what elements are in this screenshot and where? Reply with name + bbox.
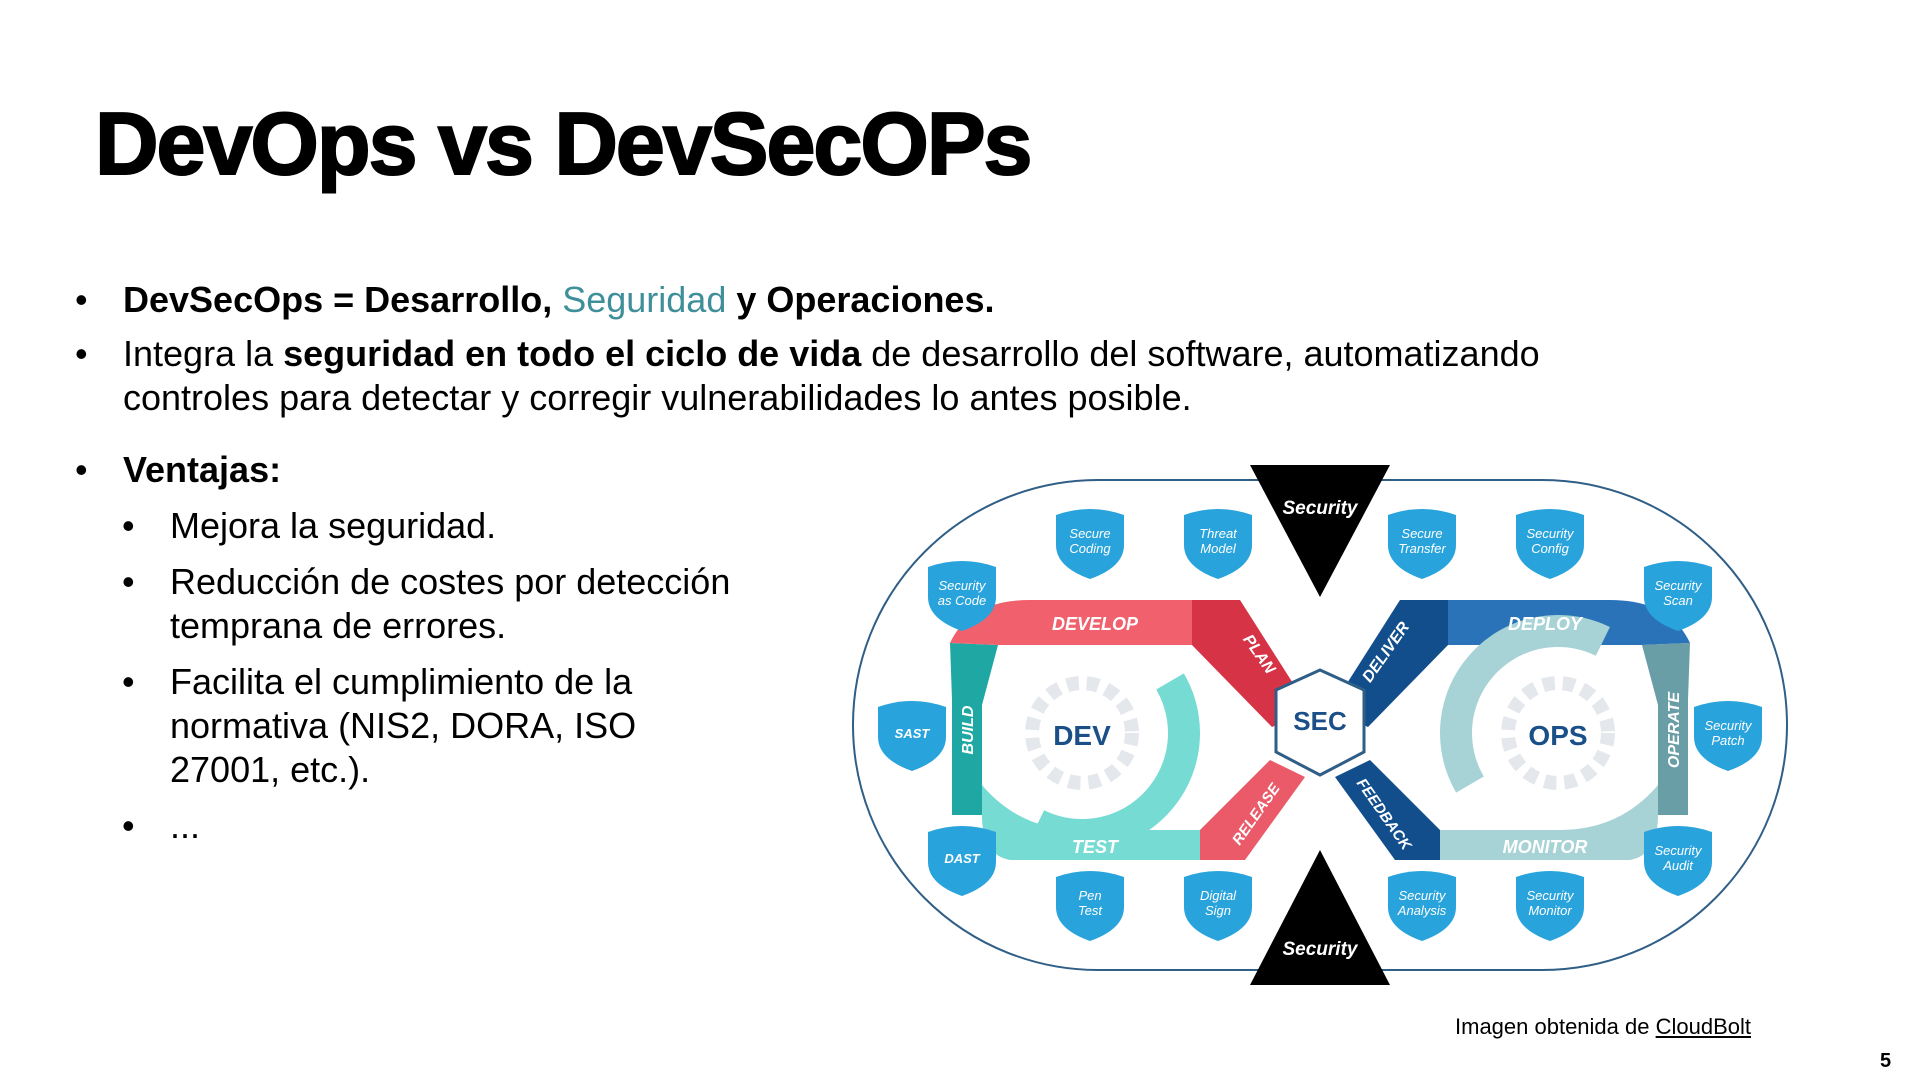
integration-part2: de desarrollo del software, automatizand… bbox=[123, 333, 1540, 418]
advantage-item: •... bbox=[75, 804, 755, 848]
stage-feedback-segment bbox=[1335, 760, 1440, 860]
advantages-list: • Mejora la seguridad. • Reducción de cost… bbox=[75, 504, 755, 848]
dev-gear-icon bbox=[1025, 676, 1139, 790]
pen-test-shield-icon: Pen Test bbox=[1056, 871, 1124, 941]
integration-bold: seguridad en todo el ciclo de vida bbox=[283, 333, 862, 374]
bullet-list: • DevSecOps = Desarrollo, Seguridad y Op… bbox=[75, 278, 1635, 860]
secure-coding-shield-icon: Secure Coding bbox=[1056, 509, 1124, 579]
monitor-label: MONITOR bbox=[1503, 837, 1588, 857]
shield-label-line: Scan bbox=[1663, 593, 1693, 608]
shield-label-line: Security bbox=[1527, 888, 1575, 903]
bullet-dot: • bbox=[75, 279, 88, 320]
image-caption: Imagen obtenida de CloudBolt bbox=[1455, 1014, 1751, 1040]
bullet-dot: • bbox=[122, 661, 135, 702]
shield-label-line: Security bbox=[939, 578, 987, 593]
secure-transfer-shield-icon: Secure Transfer bbox=[1388, 509, 1456, 579]
advantages-label: Ventajas: bbox=[123, 449, 282, 490]
security-bottom-triangle bbox=[1250, 850, 1390, 985]
security-top-triangle bbox=[1250, 465, 1390, 597]
develop-label: DEVELOP bbox=[1052, 614, 1139, 634]
stage-monitor-segment bbox=[1440, 785, 1658, 860]
threat-model-shield-icon: Threat Model bbox=[1184, 509, 1252, 579]
sec-label: SEC bbox=[1293, 706, 1347, 736]
advantage-text: Mejora la seguridad. bbox=[170, 505, 497, 546]
advantage-item: • Facilita el cumplimiento de la normativ… bbox=[75, 660, 755, 792]
security-scan-shield-icon: Security Scan bbox=[1644, 561, 1712, 631]
shield-label-line: Digital bbox=[1200, 888, 1237, 903]
ops-inner-arc bbox=[1439, 615, 1676, 851]
bullet-dot: • bbox=[122, 561, 135, 602]
shield-label-line: Security bbox=[1655, 843, 1703, 858]
definition-part1: DevSecOps = Desarrollo, bbox=[123, 279, 563, 320]
security-as-code-shield-icon: Security as Code bbox=[928, 561, 996, 631]
shield-label-line: Patch bbox=[1711, 733, 1744, 748]
bullet-advantages: • Ventajas: bbox=[75, 448, 1635, 492]
shield-label-line: Analysis bbox=[1397, 903, 1447, 918]
security-monitor-shield-icon: Security Monitor bbox=[1516, 871, 1584, 941]
security-bottom-label: Security bbox=[1283, 939, 1359, 960]
definition-highlight: Seguridad bbox=[562, 279, 727, 320]
bullet-integration: • Integra la seguridad en todo el ciclo … bbox=[75, 332, 1635, 420]
advantage-text: Reducción de costes por detección tempra… bbox=[170, 561, 731, 646]
ops-label: OPS bbox=[1528, 720, 1587, 751]
advantage-text: Facilita el cumplimiento de la normativa… bbox=[170, 661, 637, 790]
page-number: 5 bbox=[1880, 1050, 1892, 1072]
test-label: TEST bbox=[1072, 837, 1120, 857]
security-top-label: Security bbox=[1283, 498, 1359, 519]
bullet-definition: • DevSecOps = Desarrollo, Seguridad y Op… bbox=[75, 278, 1635, 322]
deploy-label: DEPLOY bbox=[1508, 614, 1584, 634]
stage-release-segment bbox=[1200, 760, 1305, 860]
bullet-dot: • bbox=[122, 505, 135, 546]
shield-label-line: Sign bbox=[1205, 903, 1231, 918]
advantage-item: • Mejora la seguridad. bbox=[75, 504, 755, 548]
integration-part1: Integra la bbox=[123, 333, 284, 374]
dev-inner-arc bbox=[964, 615, 1200, 851]
security-analysis-shield-icon: Security Analysis bbox=[1388, 871, 1456, 941]
shield-label-line: Security bbox=[1705, 718, 1753, 733]
caption-text: Imagen obtenida de bbox=[1455, 1014, 1656, 1039]
operate-label: OPERATE bbox=[1666, 691, 1683, 768]
shield-label-line: Security bbox=[1655, 578, 1703, 593]
shield-label-line: Threat bbox=[1199, 526, 1238, 541]
shield-label-line: Secure bbox=[1401, 526, 1442, 541]
shield-label-line: Pen bbox=[1078, 888, 1101, 903]
devsecops-diagram: DEV OPS SEC DEVELOP DEPLOY TEST MONITOR … bbox=[852, 465, 1788, 985]
sec-hexagon bbox=[1274, 668, 1366, 777]
bullet-dot: • bbox=[122, 805, 135, 846]
advantage-text: ... bbox=[170, 805, 201, 846]
stage-operate-segment bbox=[1642, 643, 1690, 815]
ops-gear-icon bbox=[1501, 676, 1615, 790]
shield-label-line: Audit bbox=[1662, 858, 1694, 873]
shield-label-line: Model bbox=[1200, 541, 1237, 556]
stage-build-segment bbox=[950, 643, 998, 815]
shield-label-line: DAST bbox=[944, 851, 980, 866]
shield-label-line: as Code bbox=[938, 593, 986, 608]
dast-shield-icon: DAST bbox=[928, 826, 996, 896]
shield-label-line: Secure bbox=[1069, 526, 1110, 541]
slide-title: DevOps vs DevSecOPs bbox=[94, 94, 1033, 193]
shield-label-line: Monitor bbox=[1528, 903, 1572, 918]
bullet-dot: • bbox=[75, 449, 88, 490]
cloudbolt-link[interactable]: CloudBolt bbox=[1655, 1014, 1751, 1039]
security-patch-shield-icon: Security Patch bbox=[1694, 701, 1762, 771]
shield-label-line: Coding bbox=[1069, 541, 1111, 556]
definition-part2: y Operaciones. bbox=[726, 279, 995, 320]
dev-label: DEV bbox=[1053, 720, 1111, 751]
advantage-item: • Reducción de costes por detección tempr… bbox=[75, 560, 755, 648]
shield-label-line: Transfer bbox=[1398, 541, 1446, 556]
shield-label-line: Security bbox=[1527, 526, 1575, 541]
build-label: BUILD bbox=[960, 705, 977, 754]
stage-develop-segment bbox=[950, 600, 1220, 645]
shield-label-line: SAST bbox=[895, 726, 931, 741]
shield-label-line: Config bbox=[1531, 541, 1569, 556]
shield-label-line: Security bbox=[1399, 888, 1447, 903]
sast-shield-icon: SAST bbox=[878, 701, 946, 771]
shield-label-line: Test bbox=[1078, 903, 1103, 918]
security-audit-shield-icon: Security Audit bbox=[1644, 826, 1712, 896]
bullet-dot: • bbox=[75, 333, 88, 374]
digital-sign-shield-icon: Digital Sign bbox=[1184, 871, 1252, 941]
security-config-shield-icon: Security Config bbox=[1516, 509, 1584, 579]
